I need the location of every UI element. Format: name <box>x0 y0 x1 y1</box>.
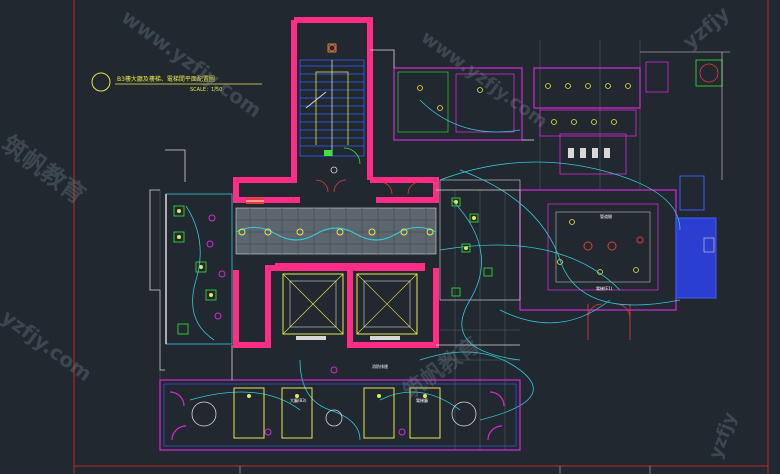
stair-direction-arrow <box>315 71 349 145</box>
room-label-smoke-exhaust: 消防排煙 <box>372 363 388 369</box>
room-label-lobby: 大廳(B3) <box>290 397 307 403</box>
drawing-frame <box>73 0 769 474</box>
right-main-room <box>519 175 717 340</box>
watermark-site-center: www.yzfjy.com <box>417 27 551 132</box>
elevator-shaft-left <box>282 273 344 335</box>
room-label-elevator-hall: 電梯廳 <box>416 397 428 403</box>
room-label-elevator: 電梯(E1) <box>596 285 613 291</box>
left-hall <box>165 193 233 345</box>
watermark-corner-bottom: yzfjy <box>705 409 741 461</box>
lower-lobby: 大廳(B3) 電梯廳 消防排煙 管道間 電梯(E1) <box>159 213 613 451</box>
drawing-title: B3樓大廳及樓梯、電梯間平面配置圖 <box>117 75 215 83</box>
room-label-shaft: 管道間 <box>600 213 612 219</box>
title-marker-circle <box>91 72 111 92</box>
elevator-shaft-right <box>356 273 418 335</box>
stair-treads <box>300 60 364 156</box>
drawing-title-block: B3樓大廳及樓梯、電梯間平面配置圖 SCALE：1/50 <box>91 72 262 93</box>
left-annex-outline <box>149 149 186 371</box>
drawing-scale: SCALE：1/50 <box>190 87 222 93</box>
lighting-circuits <box>189 99 681 441</box>
watermark-site-short: yzfjy.com <box>0 305 96 386</box>
watermark-corner: yzfjy <box>678 1 734 54</box>
middle-hall <box>439 179 521 301</box>
corridor <box>235 198 437 255</box>
watermark-site: www.yzfjy.com <box>117 5 266 123</box>
top-right-rooms <box>393 51 730 180</box>
corridor-cyan-circuit <box>235 226 437 241</box>
watermark-brand: 筑帆教育 <box>0 130 91 209</box>
stair <box>299 43 365 174</box>
secondary-walls <box>231 49 534 380</box>
doors <box>315 179 421 195</box>
elevator-pair <box>282 273 418 340</box>
